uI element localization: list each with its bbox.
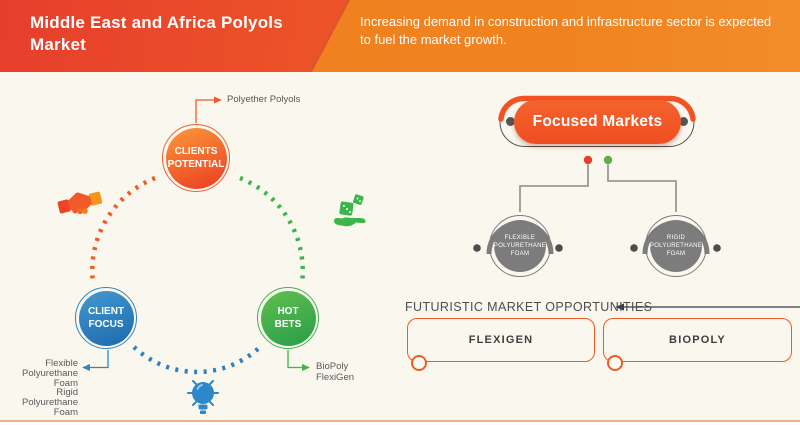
tree-connector-right: [607, 164, 677, 212]
opportunity-box-flexigen: FLEXIGEN: [407, 318, 595, 362]
focused-markets-pill: Focused Markets: [514, 100, 681, 144]
flexible-node-right-dot: [555, 244, 563, 252]
lightbulb-icon: [187, 380, 219, 414]
callout-client-focus: Flexible Polyurethane Foam Rigid Polyure…: [22, 358, 78, 418]
header-banner: Middle East and Africa Polyols Market In…: [0, 0, 800, 72]
client-focus-arrowhead-icon: [82, 364, 90, 371]
rigid-node-label: RIGID POLYURETHANE FOAM: [649, 234, 703, 258]
hot-bets-arrowhead-icon: [302, 364, 310, 371]
money-hand-icon: [334, 194, 366, 227]
green-dotted-arc: [239, 175, 305, 284]
handshake-icon: [57, 191, 103, 215]
rigid-node-right-dot: [713, 244, 721, 252]
node-client-focus: CLIENT FOCUS: [75, 287, 137, 349]
bottom-rule: [0, 420, 800, 422]
opportunity-box-biopoly-corner-dot: [607, 355, 623, 371]
node-clients-potential: CLIENTS POTENTIAL: [162, 124, 230, 192]
clients-potential-callout-line: [195, 99, 214, 123]
node-hot-bets: HOT BETS: [257, 287, 319, 349]
page-title: Middle East and Africa Polyols Market: [30, 13, 283, 55]
node-clients-potential-label: CLIENTS POTENTIAL: [165, 127, 227, 189]
callout-hot-bets: BioPoly FlexiGen: [316, 361, 355, 383]
green-marker-dot: [603, 155, 613, 165]
client-focus-callout-line: [90, 350, 109, 369]
clients-potential-arrowhead-icon: [214, 96, 222, 104]
callout-polyether-polyols: Polyether Polyols: [227, 94, 301, 105]
header-left-background: [0, 0, 346, 72]
opportunity-box-biopoly: BIOPOLY: [603, 318, 792, 362]
red-marker-dot: [583, 155, 593, 165]
opportunities-heading: FUTURISTIC MARKET OPPORTUNITIES: [405, 300, 653, 314]
tree-connector-left: [519, 164, 589, 212]
header-subtitle: Increasing demand in construction and in…: [360, 14, 772, 47]
node-hot-bets-label: HOT BETS: [260, 290, 316, 346]
opportunity-box-flexigen-corner-dot: [411, 355, 427, 371]
blue-dotted-arc: [132, 345, 262, 375]
bottom-margin: [0, 422, 800, 425]
node-client-focus-label: CLIENT FOCUS: [78, 290, 134, 346]
rigid-node-left-dot: [630, 244, 638, 252]
hot-bets-callout-line: [287, 350, 302, 369]
flexible-node-label: FLEXIBLE POLYURETHANE FOAM: [493, 234, 547, 258]
flexible-node-left-dot: [473, 244, 481, 252]
